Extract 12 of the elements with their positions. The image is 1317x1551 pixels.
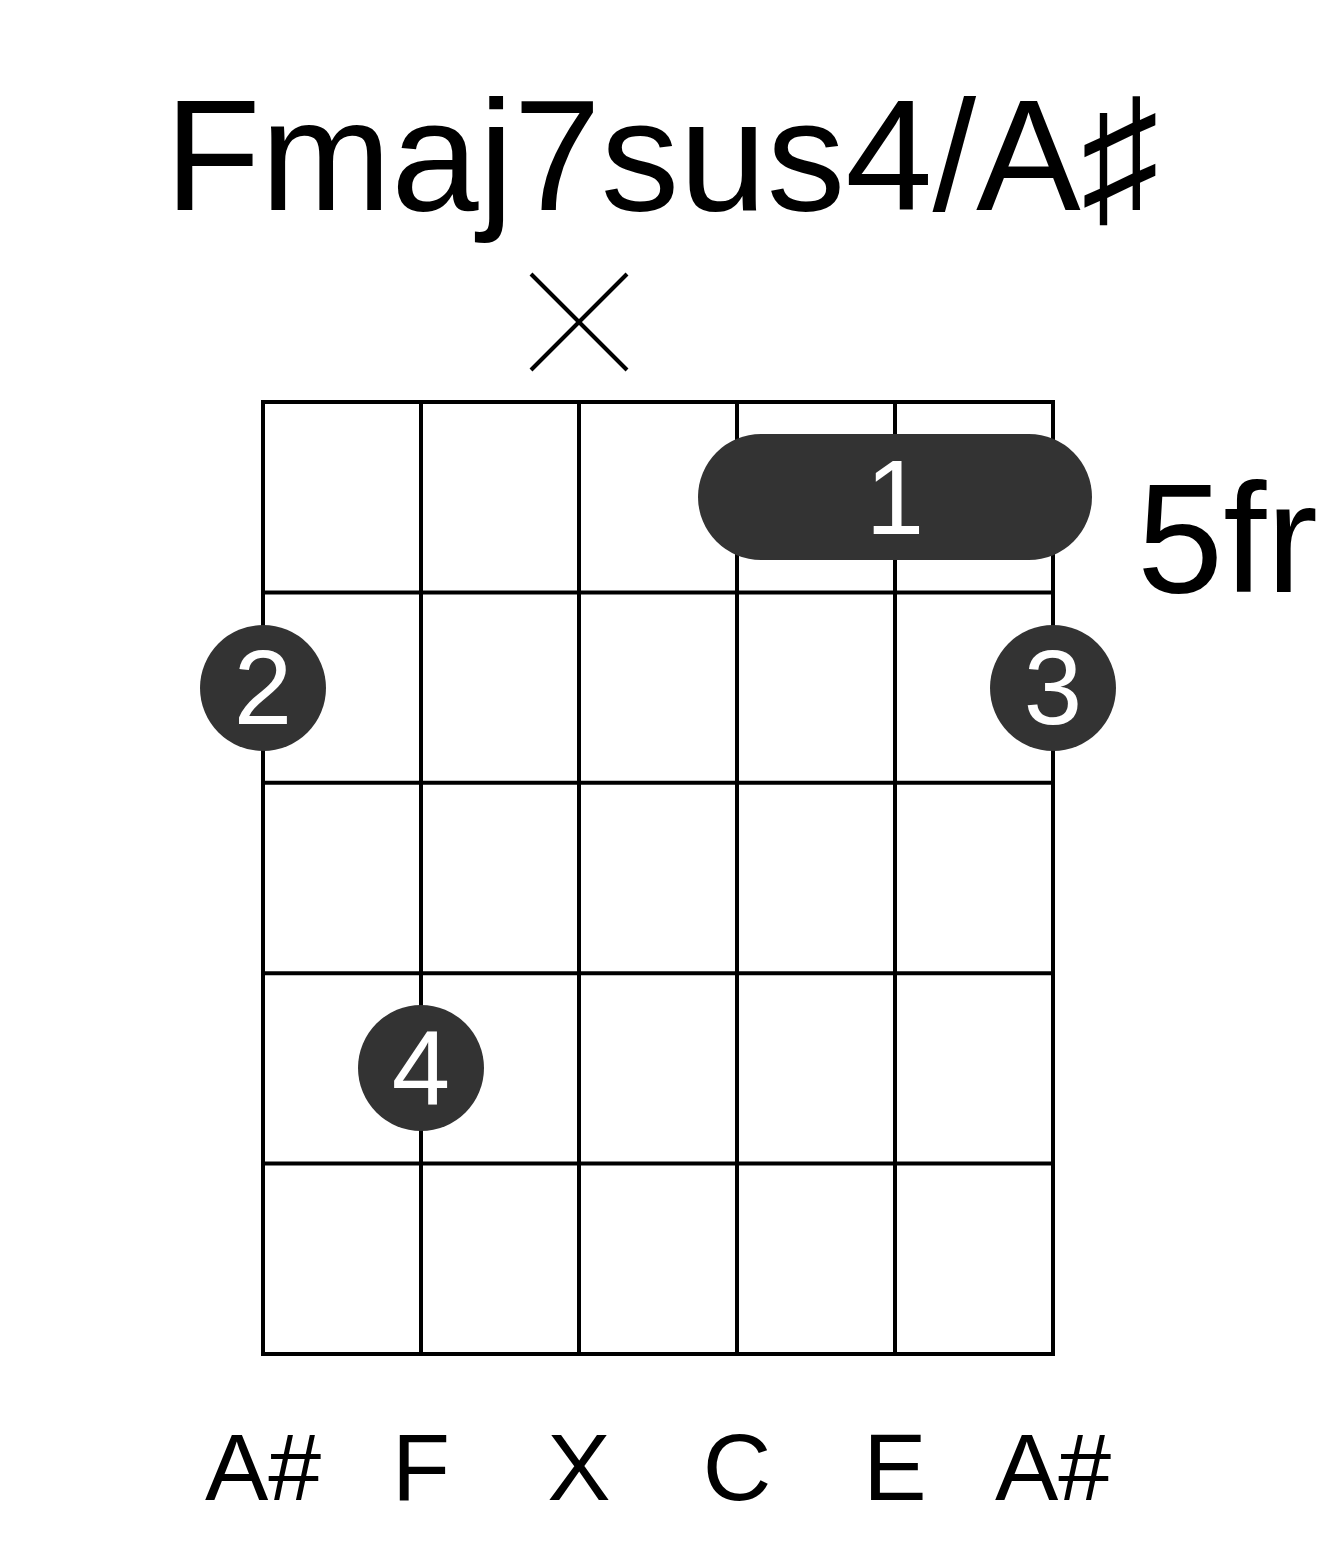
string-note-label: C (702, 1419, 772, 1515)
fret-number: 5fr (1137, 460, 1317, 616)
finger-number: 1 (865, 444, 925, 550)
string-note-label: X (547, 1419, 611, 1515)
string-note-label: A# (994, 1419, 1112, 1515)
finger-number: 3 (1023, 635, 1083, 741)
chord-title: Fmaj7sus4/A♯ (163, 67, 1161, 246)
finger-number: 4 (391, 1015, 451, 1121)
string-note-label: A# (204, 1419, 322, 1515)
string-note-label: F (392, 1419, 450, 1515)
finger-number: 2 (233, 635, 293, 741)
string-note-label: E (863, 1419, 927, 1515)
